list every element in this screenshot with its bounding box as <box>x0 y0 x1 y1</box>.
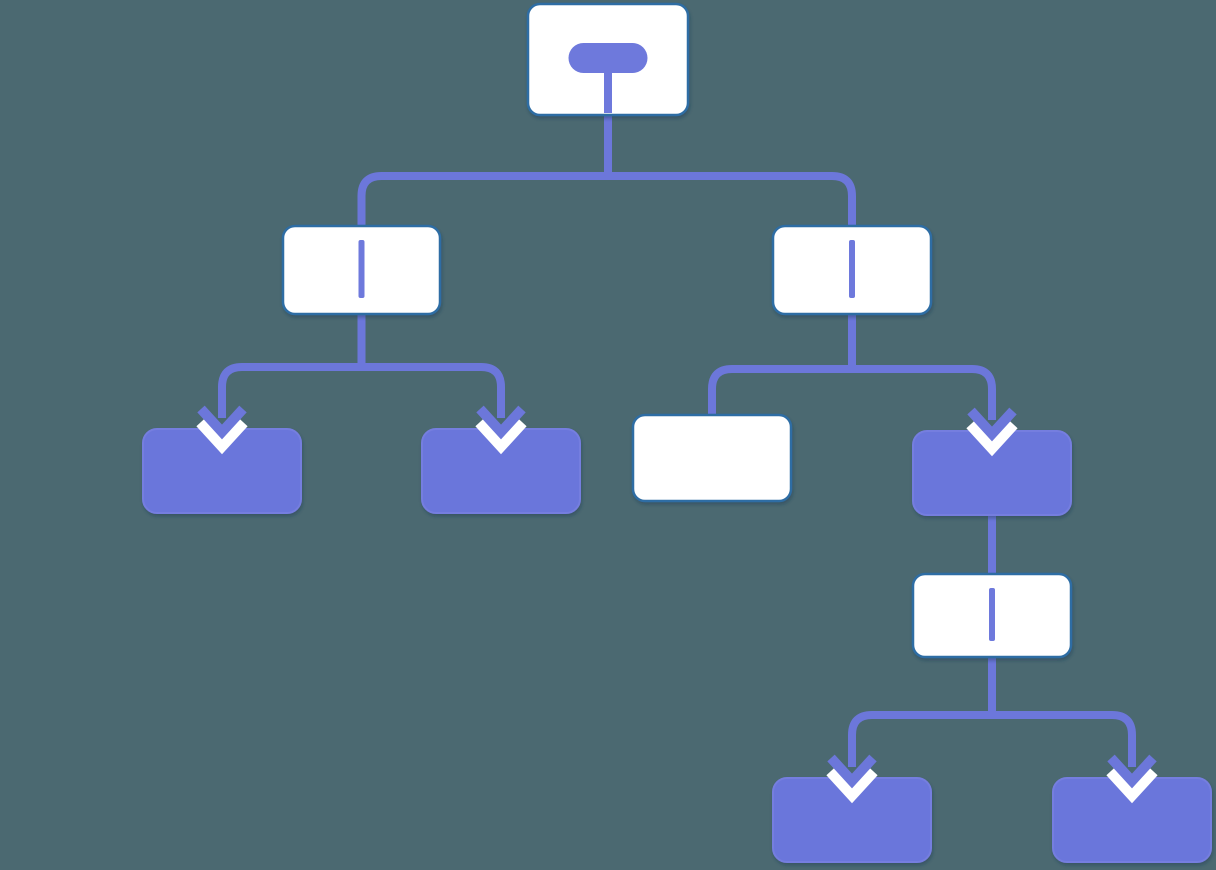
connector-bus <box>218 363 505 418</box>
chevron-down-white-icon <box>826 766 878 804</box>
chevron-down-white-icon <box>196 417 248 455</box>
chevron-down-white-icon <box>966 419 1018 457</box>
chevron-down-purple-icon <box>197 405 247 440</box>
divider-line-icon <box>989 588 995 641</box>
divider-line-icon <box>358 240 365 298</box>
root-pill-icon <box>568 43 648 73</box>
chevron-down-purple-icon <box>476 405 526 440</box>
chevron-down-white-icon <box>1106 766 1158 804</box>
root-pill-stem-icon <box>604 71 612 113</box>
divider-line-icon <box>849 240 855 298</box>
arrowhead-layer <box>196 405 1158 804</box>
chevron-down-purple-icon <box>827 754 877 789</box>
chevron-down-purple-icon <box>1107 754 1157 789</box>
chevron-down-purple-icon <box>967 407 1017 442</box>
connector-layer <box>218 113 1136 767</box>
connector-bus <box>357 172 856 228</box>
node-layer <box>142 2 1212 863</box>
chevron-down-white-icon <box>475 417 527 455</box>
connector-bus <box>848 711 1136 767</box>
tree-node-white-leaf[interactable] <box>631 413 793 503</box>
connector-bus <box>708 365 996 420</box>
node-icon-layer <box>358 43 995 641</box>
